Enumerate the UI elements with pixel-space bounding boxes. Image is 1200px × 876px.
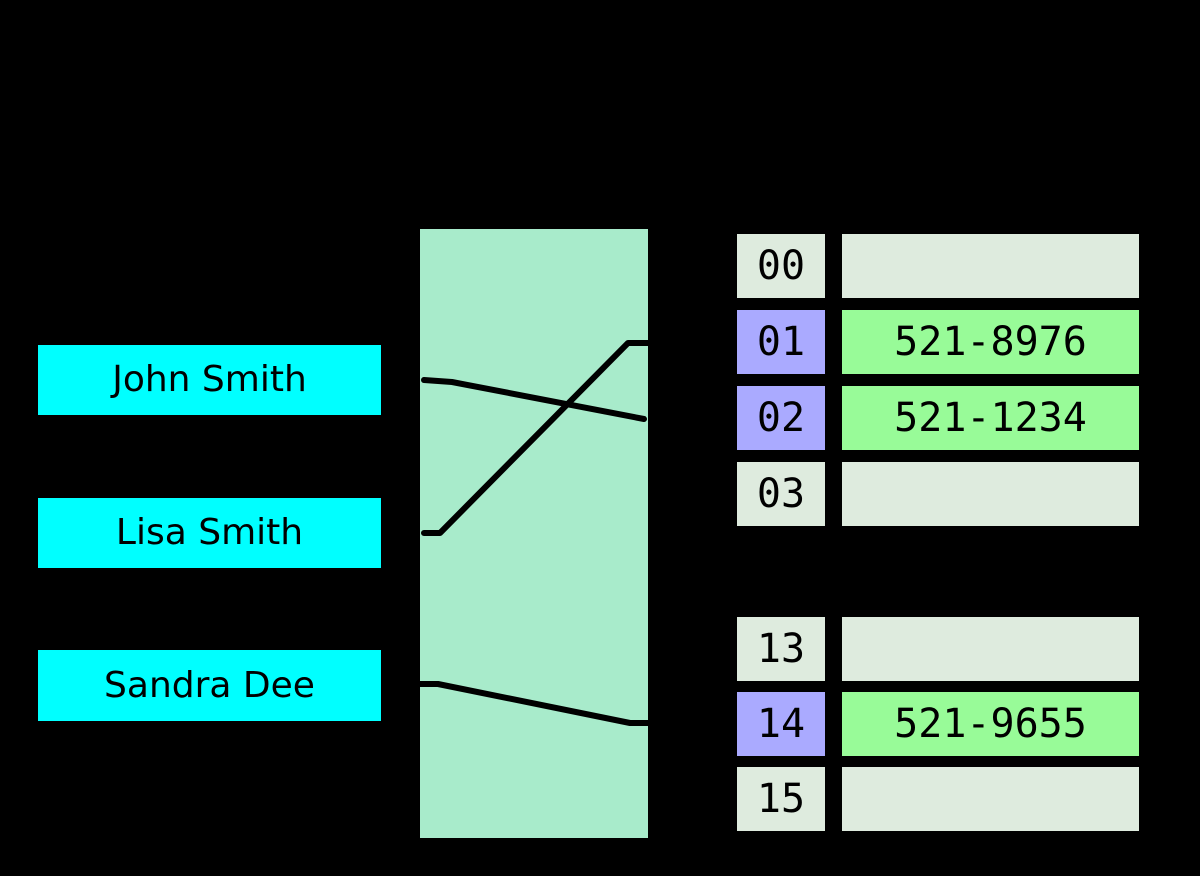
bucket-value-cell[interactable] xyxy=(840,765,1141,833)
bucket-index-cell[interactable]: 03 xyxy=(735,460,827,528)
table-row[interactable]: 01 521-8976 xyxy=(735,308,1141,376)
bucket-value-cell[interactable] xyxy=(840,615,1141,683)
key-label: John Smith xyxy=(112,359,307,400)
bucket-value-cell[interactable] xyxy=(840,460,1141,528)
bucket-value-cell[interactable]: 521-8976 xyxy=(840,308,1141,376)
key-label: Sandra Dee xyxy=(104,664,315,706)
bucket-value-cell[interactable]: 521-9655 xyxy=(840,690,1141,758)
table-row[interactable]: 14 521-9655 xyxy=(735,690,1141,758)
key-box-sandra-dee[interactable]: Sandra Dee xyxy=(38,650,381,721)
table-row[interactable]: 15 xyxy=(735,765,1141,833)
bucket-index-cell[interactable]: 02 xyxy=(735,384,827,452)
bucket-value-cell[interactable]: 521-1234 xyxy=(840,384,1141,452)
bucket-value-cell[interactable] xyxy=(840,232,1141,300)
bucket-index-cell[interactable]: 01 xyxy=(735,308,827,376)
key-box-lisa-smith[interactable]: Lisa Smith xyxy=(38,498,381,568)
bucket-index-cell[interactable]: 00 xyxy=(735,232,827,300)
bucket-index-cell[interactable]: 14 xyxy=(735,690,827,758)
hash-function-box xyxy=(420,229,648,838)
table-row[interactable]: 13 xyxy=(735,615,1141,683)
table-row[interactable]: 03 xyxy=(735,460,1141,528)
table-row[interactable]: 02 521-1234 xyxy=(735,384,1141,452)
bucket-index-cell[interactable]: 15 xyxy=(735,765,827,833)
key-label: Lisa Smith xyxy=(115,512,304,553)
key-box-john-smith[interactable]: John Smith xyxy=(38,345,381,415)
bucket-index-cell[interactable]: 13 xyxy=(735,615,827,683)
table-row[interactable]: 00 xyxy=(735,232,1141,300)
